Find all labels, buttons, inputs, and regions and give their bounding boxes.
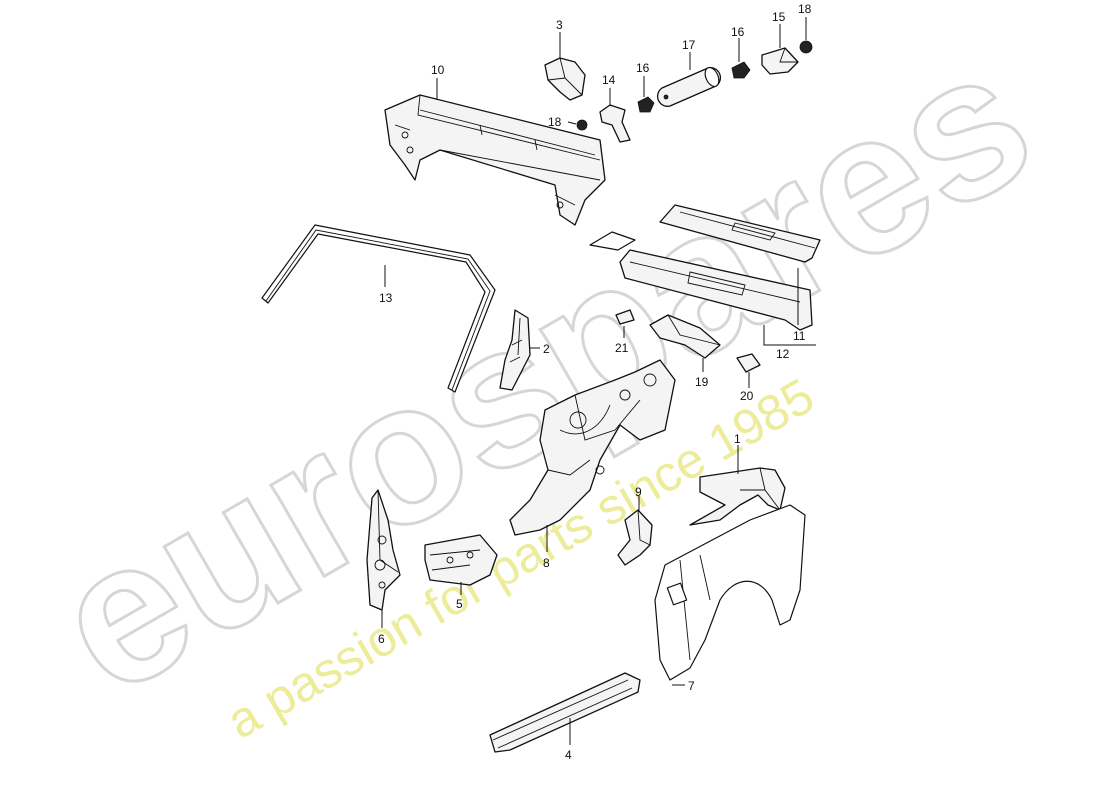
part-1-upper-panel[interactable]: [689, 467, 786, 526]
watermark: eurospares a passion for parts since 198…: [19, 3, 1067, 749]
callout-16b: 16: [731, 25, 745, 39]
leader-12: [763, 325, 816, 346]
part-16-grommet-left[interactable]: [637, 96, 655, 113]
part-9-bracket[interactable]: [617, 509, 653, 566]
part-19-reinforcement[interactable]: [649, 314, 721, 359]
callout-4: 4: [565, 748, 572, 762]
callout-18b: 18: [798, 2, 812, 16]
callout-9: 9: [635, 485, 642, 499]
callout-16a: 16: [636, 61, 650, 75]
callout-3: 3: [556, 18, 563, 32]
callout-11: 11: [793, 329, 806, 343]
part-16-grommet-right[interactable]: [731, 61, 751, 79]
part-12-lower-rail[interactable]: [589, 231, 813, 331]
callout-13: 13: [379, 291, 393, 305]
callout-2: 2: [543, 342, 550, 356]
part-17-cylinder[interactable]: [656, 65, 722, 107]
callout-5: 5: [456, 597, 463, 611]
callout-8: 8: [543, 556, 550, 570]
part-6-pillar[interactable]: [366, 489, 401, 611]
callout-19: 19: [695, 375, 709, 389]
part-7-outer-quarter-panel[interactable]: [654, 504, 806, 681]
callout-14: 14: [602, 73, 616, 87]
part-2-pillar-trim[interactable]: [499, 309, 531, 391]
part-14-latch[interactable]: [599, 104, 631, 143]
part-3-bracket[interactable]: [544, 57, 586, 101]
callout-1: 1: [734, 432, 741, 446]
callout-7: 7: [688, 679, 695, 693]
part-15-hinge-plate[interactable]: [761, 47, 799, 75]
callout-20: 20: [740, 389, 754, 403]
callout-12: 12: [776, 347, 790, 361]
callout-21: 21: [615, 341, 629, 355]
part-11-upper-rail[interactable]: [659, 204, 821, 263]
leader-18a: [567, 121, 577, 125]
part-18-nut-left[interactable]: [576, 119, 588, 131]
part-20-clip[interactable]: [736, 353, 761, 373]
watermark-brand: eurospares: [20, 5, 1065, 737]
callout-17: 17: [682, 38, 696, 52]
part-5-floor-bracket[interactable]: [424, 534, 498, 586]
part-13-window-frame[interactable]: [261, 224, 496, 393]
part-18-nut-right[interactable]: [799, 40, 813, 54]
part-10-rear-crossmember[interactable]: [384, 94, 606, 226]
part-21-small-bracket[interactable]: [615, 309, 635, 325]
callout-15: 15: [772, 10, 786, 24]
callout-10: 10: [431, 63, 445, 77]
callout-6: 6: [378, 632, 385, 646]
part-4-sill[interactable]: [489, 672, 641, 753]
callout-18a: 18: [548, 115, 562, 129]
part-8-inner-quarter-panel[interactable]: [509, 359, 676, 536]
